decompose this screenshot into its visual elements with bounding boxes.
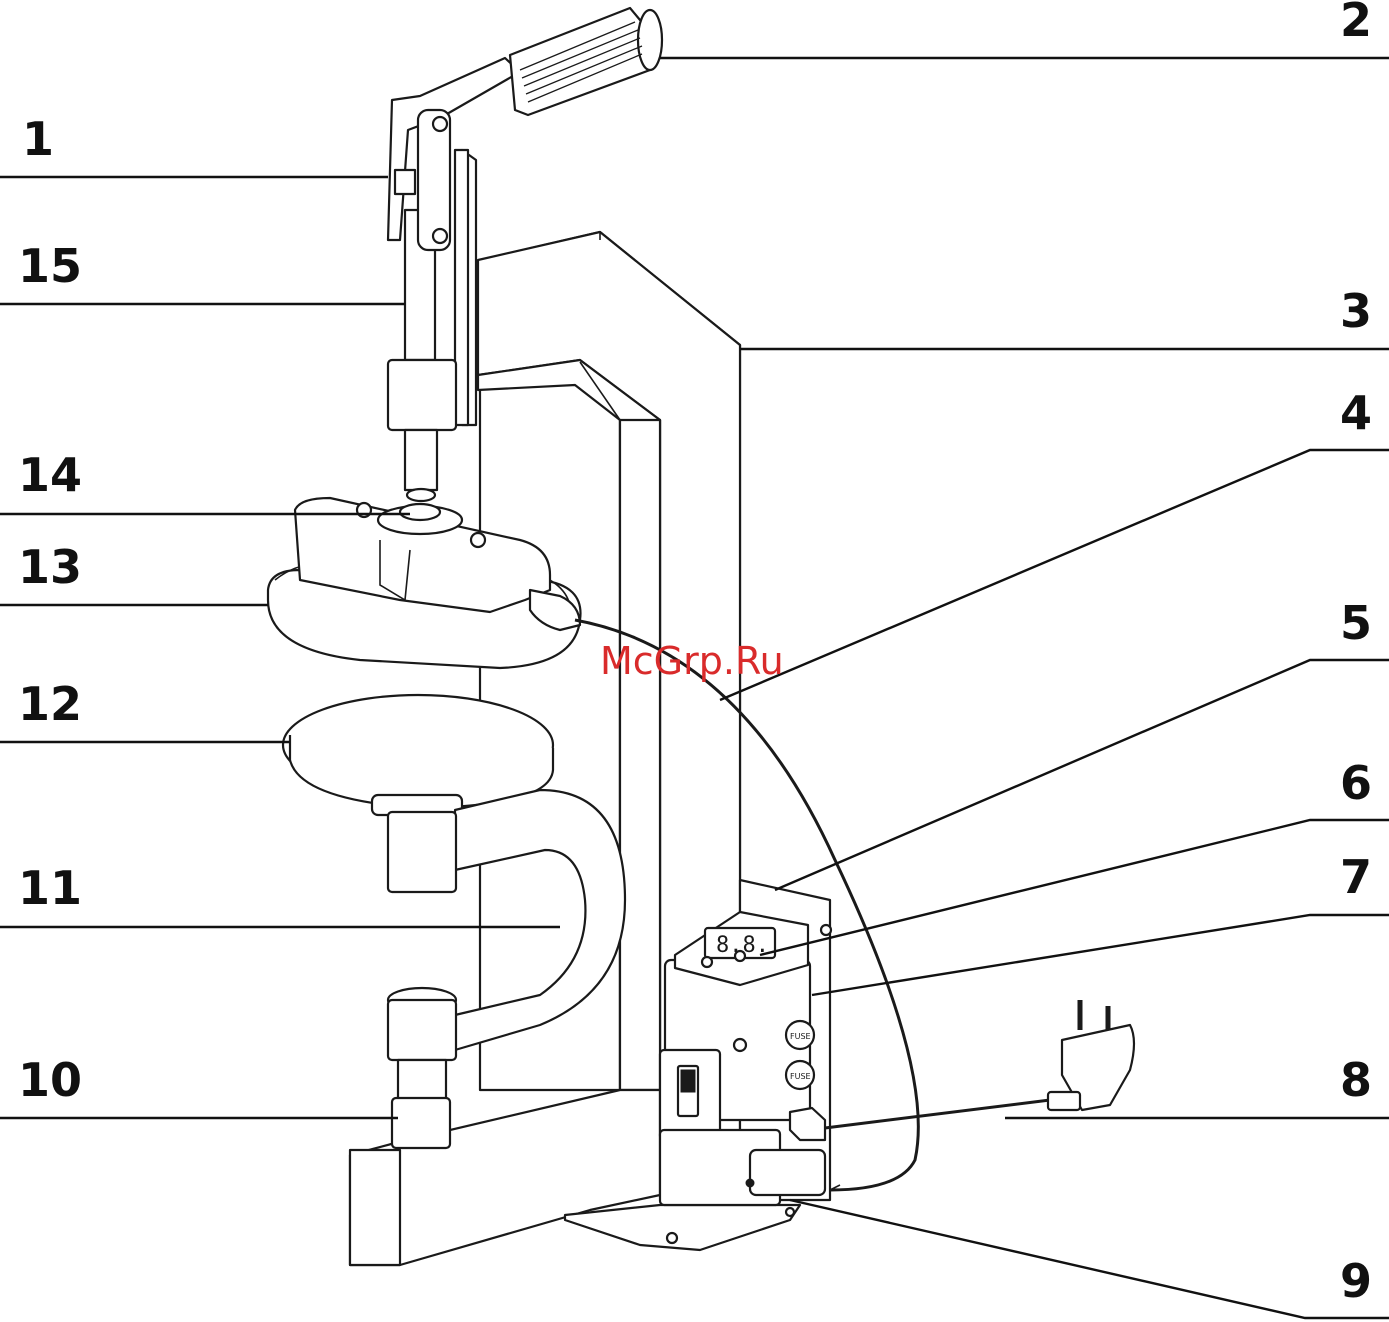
- callout-1: 1: [22, 112, 54, 166]
- callout-12: 12: [18, 677, 82, 731]
- callout-6: 6: [1340, 756, 1372, 810]
- callout-9: 9: [1340, 1254, 1372, 1308]
- callout-15: 15: [18, 239, 82, 293]
- watermark-text: McGrp.Ru: [600, 639, 784, 683]
- callout-5: 5: [1340, 596, 1372, 650]
- svg-text:FUSE: FUSE: [790, 1072, 811, 1081]
- callout-4: 4: [1340, 386, 1372, 440]
- control-button-left[interactable]: [702, 957, 712, 967]
- svg-text:FUSE: FUSE: [790, 1032, 811, 1041]
- callout-8: 8: [1340, 1053, 1372, 1107]
- mains-plug: [1048, 1000, 1134, 1110]
- callout-10: 10: [18, 1053, 82, 1107]
- callout-2: 2: [1340, 0, 1372, 47]
- power-connector: [750, 1150, 825, 1195]
- callout-13: 13: [18, 540, 82, 594]
- callout-11: 11: [18, 861, 82, 915]
- callout-7: 7: [1340, 850, 1372, 904]
- callout-14: 14: [18, 448, 82, 502]
- ram-rod: [388, 210, 456, 501]
- handle-grip[interactable]: [510, 8, 662, 115]
- guide-bracket: [455, 150, 476, 425]
- control-button-right[interactable]: [735, 951, 745, 961]
- callout-3: 3: [1340, 284, 1372, 338]
